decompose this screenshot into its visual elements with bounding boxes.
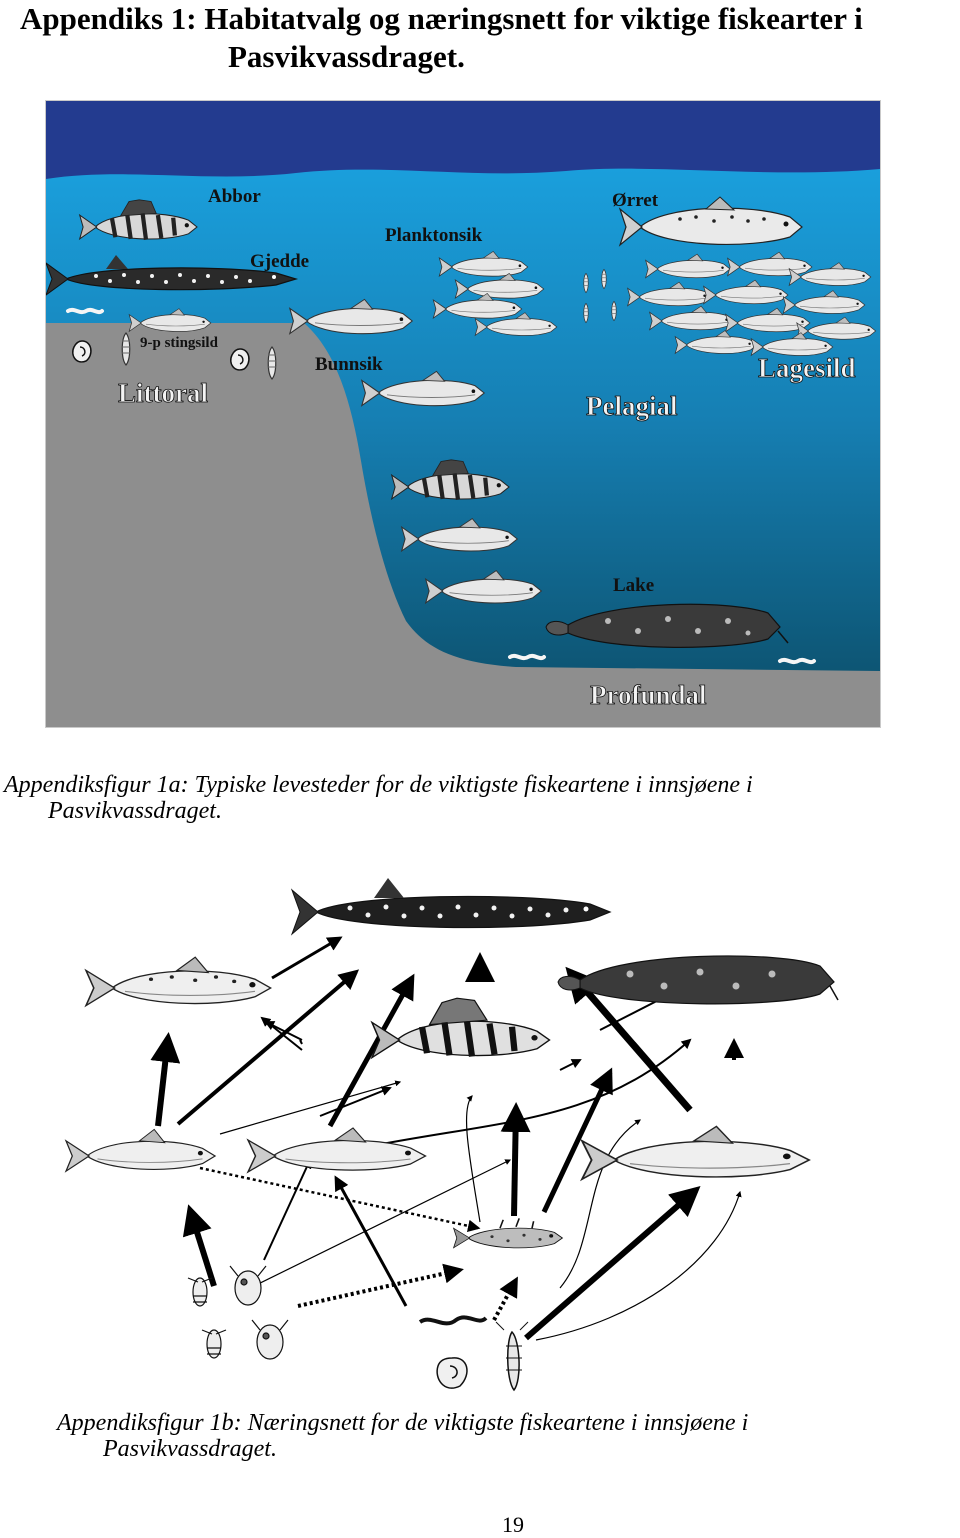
figure-1a-caption: Appendiksfigur 1a: Typiske levesteder fo… xyxy=(4,772,753,824)
label-orret: Ørret xyxy=(612,190,659,211)
label-stingsild: 9-p stingsild xyxy=(140,335,219,351)
habitat-figure: Abbor Gjedde Planktonsik Ørret Bunnsik L… xyxy=(45,100,881,728)
label-lagesild: Lagesild xyxy=(758,353,856,383)
appendix-heading-line1: Appendiks 1: Habitatvalg og næringsnett … xyxy=(20,1,863,36)
figure-1b-caption-line2: Pasvikvassdraget. xyxy=(103,1436,277,1462)
label-bunnsik: Bunnsik xyxy=(315,354,383,375)
food-web-arrows xyxy=(150,936,744,1341)
label-profundal: Profundal xyxy=(590,680,707,710)
food-web-burbot xyxy=(557,955,839,1005)
page-number: 19 xyxy=(502,1512,524,1537)
food-web-diagram xyxy=(65,878,839,1392)
figure-1b-caption: Appendiksfigur 1b: Næringsnett for de vi… xyxy=(57,1410,748,1462)
appendix-heading: Appendiks 1: Habitatvalg og næringsnett … xyxy=(0,0,863,76)
figure-1b-caption-line1: Appendiksfigur 1b: Næringsnett for de vi… xyxy=(57,1410,749,1436)
food-web-vendace xyxy=(65,1128,216,1172)
appendix-heading-line2: Pasvikvassdraget. xyxy=(228,39,465,74)
food-web-pike xyxy=(290,878,612,936)
food-web-stickleback xyxy=(452,1218,564,1249)
benthic-invertebrates-group xyxy=(418,1315,529,1392)
label-pelagial: Pelagial xyxy=(586,391,678,421)
figure-1a-caption-line2: Pasvikvassdraget. xyxy=(48,798,222,824)
label-abbor: Abbor xyxy=(208,186,261,207)
label-gjedde: Gjedde xyxy=(250,251,309,272)
zooplankton-group xyxy=(187,1265,289,1360)
label-planktonsik: Planktonsik xyxy=(385,225,483,246)
food-web-planktonic-whitefish xyxy=(581,1125,811,1181)
label-lake: Lake xyxy=(613,575,654,596)
label-littoral: Littoral xyxy=(118,378,208,408)
habitat-diagram: Abbor Gjedde Planktonsik Ørret Bunnsik L… xyxy=(46,101,880,727)
food-web-figure xyxy=(40,860,920,1400)
food-web-trout xyxy=(85,956,272,1007)
figure-1a-caption-line1: Appendiksfigur 1a: Typiske levesteder fo… xyxy=(4,772,753,798)
food-web-benthic-whitefish xyxy=(247,1127,427,1173)
